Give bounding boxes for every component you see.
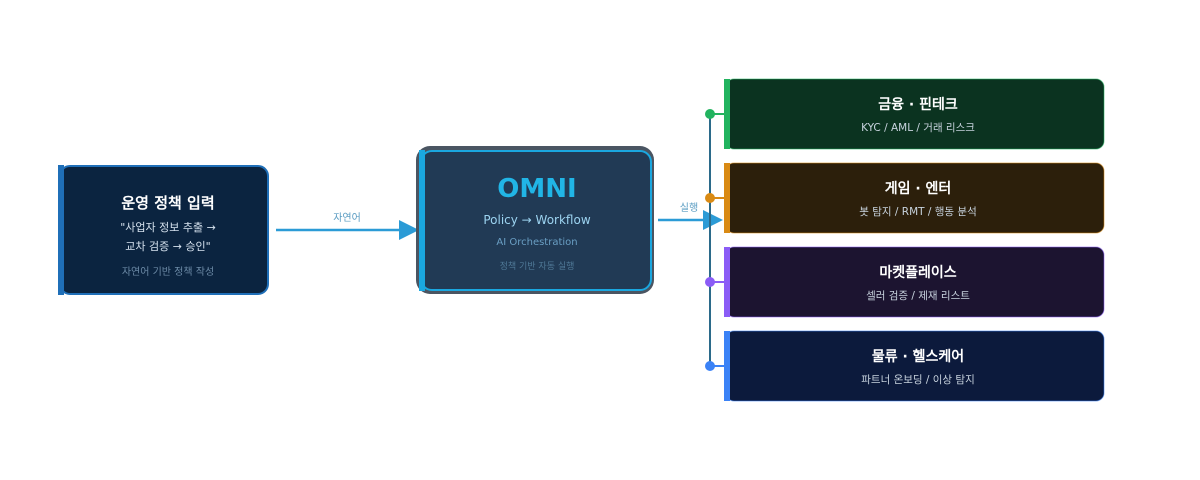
domain-accent-bar (724, 247, 730, 317)
omni-caption: 정책 기반 자동 실행 (500, 260, 575, 272)
domain-connector-dot (705, 193, 715, 203)
domain-card-title: 게임 · 엔터 (885, 180, 952, 197)
domain-card-title: 금융 · 핀테크 (878, 97, 958, 113)
edge-natural-language-label: 자연어 (333, 212, 361, 224)
domain-card-box (725, 330, 1105, 402)
omni-subtitle: Policy → Workflow (483, 213, 590, 227)
domain-card: 게임 · 엔터봇 탐지 / RMT / 행동 분석 (705, 162, 1105, 234)
domain-accent-bar (724, 331, 730, 401)
policy-input-node: 운영 정책 입력 "사업자 정보 추출 → 교차 검증 → 승인" 자연어 기반… (58, 165, 269, 295)
domain-card: 금융 · 핀테크 KYC / AML / 거래 리스크 (705, 78, 1105, 150)
domain-card-subtitle: 셀러 검증 / 제재 리스트 (866, 290, 970, 302)
omni-node: OMNI Policy → Workflow AI Orchestration … (416, 146, 654, 294)
domain-card-subtitle: KYC / AML / 거래 리스크 (861, 122, 975, 134)
policy-input-quote-line1: "사업자 정보 추출 → (120, 221, 216, 234)
domain-card-title: 마켓플레이스 (879, 264, 956, 281)
policy-input-quote-line2: 교차 검증 → 승인" (125, 240, 211, 253)
edge-execute: 실행 (658, 202, 723, 230)
edge-execute-label: 실행 (680, 202, 698, 214)
domain-card-title: 물류 · 헬스케어 (872, 348, 964, 365)
policy-input-caption: 자연어 기반 정책 작성 (122, 266, 214, 278)
omni-line2: AI Orchestration (496, 237, 577, 248)
edge-natural-language: 자연어 (276, 212, 419, 240)
policy-input-title: 운영 정책 입력 (121, 194, 214, 212)
domain-connector-dot (705, 109, 715, 119)
domain-connector-dot (705, 361, 715, 371)
domain-card-subtitle: 봇 탐지 / RMT / 행동 분석 (859, 206, 977, 218)
omni-title: OMNI (497, 174, 576, 204)
domain-accent-bar (724, 163, 730, 233)
domain-card-subtitle: 파트너 온보딩 / 이상 탐지 (861, 374, 975, 386)
domain-card-box (725, 162, 1105, 234)
domain-card-box (725, 246, 1105, 318)
domain-accent-bar (724, 79, 730, 149)
domain-connector-dot (705, 277, 715, 287)
domain-card-box (725, 78, 1105, 150)
